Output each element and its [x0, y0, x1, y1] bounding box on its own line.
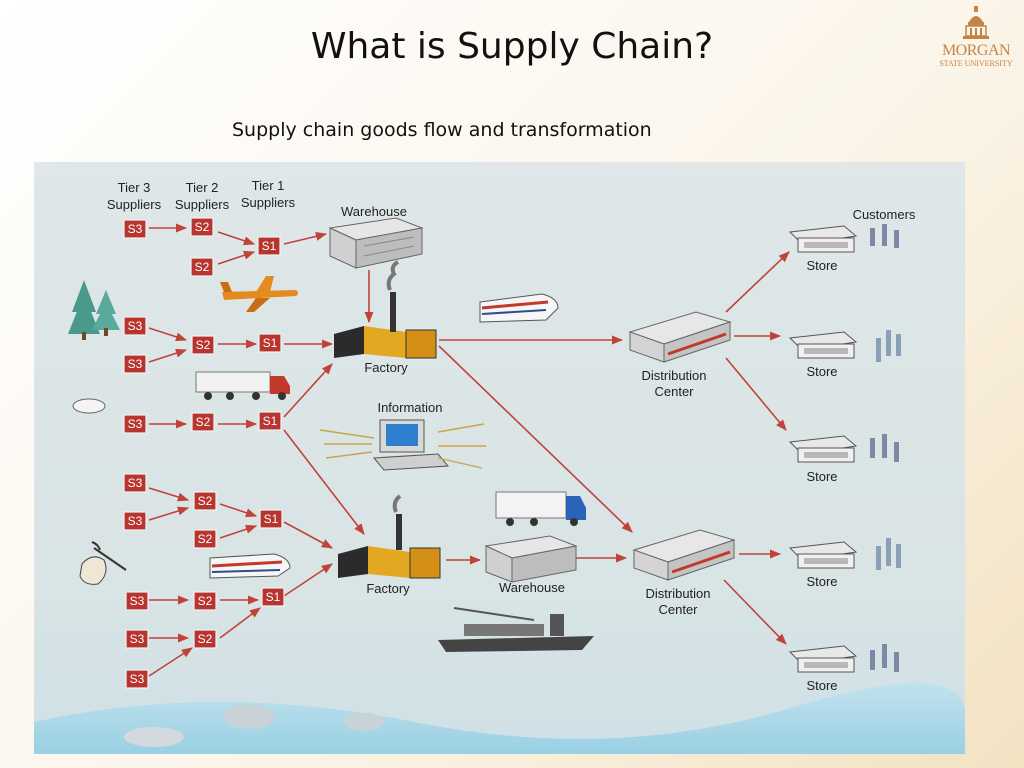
supplier-box-s3-8: S3	[125, 629, 149, 649]
diagram-text: S2	[198, 594, 213, 608]
diagram-text: S3	[128, 476, 143, 490]
diagram-text: Store	[806, 678, 837, 693]
building-icon	[963, 6, 989, 39]
diagram-text: S2	[196, 415, 211, 429]
slide-title: What is Supply Chain?	[310, 26, 714, 67]
supplier-box-s1-3: S1	[258, 411, 282, 431]
customers-label: Customers	[853, 207, 916, 222]
store-1: Store	[788, 224, 899, 273]
computer-icon	[319, 419, 486, 471]
distribution-center-label-top-line1: Distribution	[641, 368, 706, 383]
diagram-canvas: Tier 3 Suppliers Tier 2 Suppliers Tier 1…	[34, 178, 965, 754]
tier2-header-line2: Suppliers	[175, 197, 230, 212]
warehouse-label-top: Warehouse	[341, 204, 407, 219]
diagram-text: S2	[195, 260, 210, 274]
logo-subname: STATE UNIVERSITY	[939, 59, 1013, 68]
flow-arrows	[148, 223, 790, 677]
supplier-box-s2-6: S2	[193, 529, 217, 549]
store-5: Store	[788, 644, 899, 693]
diagram-text: S3	[128, 514, 143, 528]
supplier-box-s3-5: S3	[123, 473, 147, 493]
diagram-text: S1	[262, 239, 277, 253]
diagram-text: Store	[806, 469, 837, 484]
factory-label-top: Factory	[364, 360, 408, 375]
trees-icon	[68, 280, 120, 340]
airplane-icon	[220, 276, 298, 312]
tier1-header-line2: Suppliers	[241, 195, 296, 210]
diagram-text: Store	[806, 364, 837, 379]
diagram-text: S3	[128, 417, 143, 431]
supplier-box-s3-4: S3	[123, 414, 147, 434]
diagram-text: S2	[198, 532, 213, 546]
supplier-box-s2-8: S2	[193, 629, 217, 649]
supplier-box-s3-1: S3	[123, 219, 147, 239]
supplier-box-s2-5: S2	[193, 491, 217, 511]
supplier-box-s1-5: S1	[261, 587, 285, 607]
store-3: Store	[788, 434, 899, 484]
rock	[124, 727, 184, 747]
truck-icon-2	[495, 491, 586, 526]
supplier-box-s3-6: S3	[123, 511, 147, 531]
diagram-text: Store	[806, 258, 837, 273]
supplier-box-s2-4: S2	[191, 412, 215, 432]
warehouse-icon-bottom	[484, 535, 578, 583]
supplier-box-s3-2: S3	[123, 316, 147, 336]
warehouse-icon-top	[328, 217, 424, 269]
distribution-center-label-bottom-line1: Distribution	[645, 586, 710, 601]
diagram-text: S3	[128, 357, 143, 371]
factory-icon-top	[334, 260, 437, 359]
distribution-center-label-top-line2: Center	[654, 384, 694, 399]
factory-label-bottom: Factory	[366, 581, 410, 596]
diagram-text: S3	[130, 632, 145, 646]
supplier-box-s2-7: S2	[193, 591, 217, 611]
diagram-text: S1	[263, 336, 278, 350]
supplier-box-s2-3: S2	[191, 335, 215, 355]
supplier-box-s1-4: S1	[259, 509, 283, 529]
rock	[223, 705, 275, 729]
information-label: Information	[377, 400, 442, 415]
university-logo: MORGAN STATE UNIVERSITY	[934, 6, 1018, 70]
supplier-box-s3-3: S3	[123, 354, 147, 374]
train-icon	[479, 293, 559, 323]
rock	[344, 713, 384, 731]
logo-name: MORGAN	[941, 42, 1011, 59]
store-4: Store	[788, 538, 901, 589]
store-2: Store	[788, 330, 901, 379]
supplier-box-s2-2: S2	[190, 257, 214, 277]
diagram-text: Store	[806, 574, 837, 589]
truck-icon	[195, 371, 290, 400]
slide-subtitle: Supply chain goods flow and transformati…	[232, 119, 652, 141]
diagram-text: S2	[195, 220, 210, 234]
warehouse-label-bottom: Warehouse	[499, 580, 565, 595]
ship-icon	[438, 607, 594, 652]
diagram-text: S3	[130, 594, 145, 608]
diagram-text: S1	[263, 414, 278, 428]
train-icon-2	[209, 553, 291, 579]
diagram-text: S3	[130, 672, 145, 686]
mining-icon	[79, 541, 127, 585]
water-graphic	[34, 682, 965, 754]
distribution-center-icon-top	[628, 311, 732, 363]
raw-material-icon	[72, 398, 106, 414]
diagram-text: S2	[198, 632, 213, 646]
diagram-text: S3	[128, 319, 143, 333]
diagram-text: S2	[198, 494, 213, 508]
diagram-text: S2	[196, 338, 211, 352]
diagram-text: S3	[128, 222, 143, 236]
tier3-header-line1: Tier 3	[118, 180, 151, 195]
tier3-header-line2: Suppliers	[107, 197, 162, 212]
distribution-center-label-bottom-line2: Center	[658, 602, 698, 617]
supplier-box-s3-9: S3	[125, 669, 149, 689]
supply-chain-diagram: Tier 3 Suppliers Tier 2 Suppliers Tier 1…	[34, 162, 965, 754]
supplier-box-s3-7: S3	[125, 591, 149, 611]
factory-icon-bottom	[338, 494, 441, 579]
distribution-center-icon-bottom	[632, 529, 736, 581]
supplier-box-s1-2: S1	[258, 333, 282, 353]
supplier-box-s1-1: S1	[257, 236, 281, 256]
diagram-text: S1	[264, 512, 279, 526]
tier1-header-line1: Tier 1	[252, 178, 285, 193]
supplier-box-s2-1: S2	[190, 217, 214, 237]
diagram-text: S1	[266, 590, 281, 604]
tier2-header-line1: Tier 2	[186, 180, 219, 195]
